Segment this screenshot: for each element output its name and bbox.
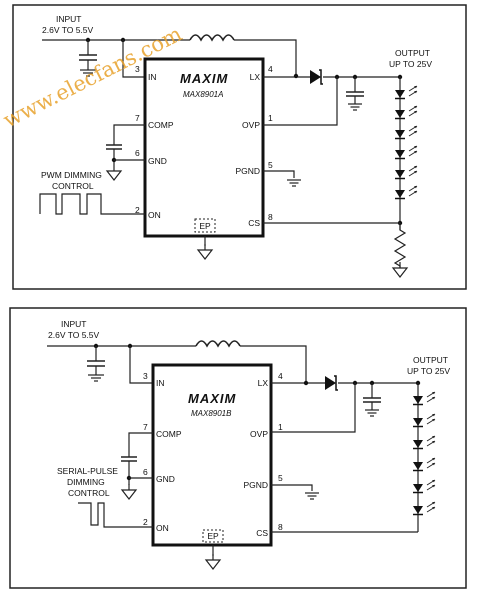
part-number: MAX8901B: [191, 409, 232, 418]
led-string: [394, 85, 418, 200]
serial-pulse-waveform: [78, 502, 153, 528]
dimming-label-2: CONTROL: [52, 181, 94, 191]
pin-ep-label: EP: [199, 221, 211, 231]
pin-comp-label: COMP: [148, 120, 174, 130]
output-range-label: UP TO 25V: [389, 59, 432, 69]
output-label: OUTPUT: [395, 48, 430, 58]
schottky-diode: [325, 376, 336, 390]
input-range-label: 2.6V TO 5.5V: [42, 25, 94, 35]
pin-ovp-number: 1: [268, 113, 273, 123]
circuit-b-frame: [9, 307, 467, 589]
pin-in-label: IN: [148, 72, 157, 82]
dimming-label-2: DIMMING: [67, 477, 105, 487]
schottky-diode: [310, 70, 321, 84]
input-label: INPUT: [61, 319, 87, 329]
circuit-a: INPUT 2.6V TO 5.5V MAXIM MAX8901A IN COM…: [12, 4, 467, 290]
pin-on-label: ON: [156, 523, 169, 533]
pin-ovp-number: 1: [278, 422, 283, 432]
pin-gnd-label: GND: [156, 474, 175, 484]
pin-comp-number: 7: [135, 113, 140, 123]
input-range-label: 2.6V TO 5.5V: [48, 330, 100, 340]
pin-pgnd-label: PGND: [243, 480, 268, 490]
pin-comp-label: COMP: [156, 429, 182, 439]
output-label: OUTPUT: [413, 355, 448, 365]
pin-lx-label: LX: [258, 378, 269, 388]
pwm-waveform: [39, 193, 106, 215]
part-number: MAX8901A: [183, 90, 223, 99]
pin-pgnd-label: PGND: [235, 166, 260, 176]
dimming-label-3: CONTROL: [68, 488, 110, 498]
pin-ep-label: EP: [207, 531, 219, 541]
pin-lx-label: LX: [250, 72, 261, 82]
sense-resistor: [393, 223, 407, 268]
pin-pgnd-number: 5: [268, 160, 273, 170]
pin-on-label: ON: [148, 210, 161, 220]
led-string: [412, 391, 436, 516]
pin-comp-number: 7: [143, 422, 148, 432]
ic-max8901b: [151, 363, 273, 547]
output-range-label: UP TO 25V: [407, 366, 450, 376]
ic-max8901a: [143, 57, 265, 238]
pin-in-number: 3: [135, 64, 140, 74]
pin-cs-number: 8: [268, 212, 273, 222]
pin-on-number: 2: [143, 517, 148, 527]
pin-gnd-number: 6: [143, 467, 148, 477]
maxim-logo: MAXIM: [188, 391, 237, 406]
pin-lx-number: 4: [268, 64, 273, 74]
pin-lx-number: 4: [278, 371, 283, 381]
pin-in-number: 3: [143, 371, 148, 381]
maxim-logo: MAXIM: [180, 71, 229, 86]
input-label: INPUT: [56, 14, 82, 24]
dimming-label-1: PWM DIMMING: [41, 170, 102, 180]
inductor: [189, 34, 235, 42]
pin-on-number: 2: [135, 205, 140, 215]
pin-cs-label: CS: [248, 218, 260, 228]
pin-pgnd-number: 5: [278, 473, 283, 483]
pin-in-label: IN: [156, 378, 165, 388]
pin-cs-number: 8: [278, 522, 283, 532]
circuit-b: INPUT 2.6V TO 5.5V MAXIM MAX8901B IN COM…: [9, 307, 467, 589]
pin-gnd-label: GND: [148, 156, 167, 166]
circuit-a-frame: [12, 4, 467, 290]
pin-ovp-label: OVP: [242, 120, 260, 130]
dimming-label-1: SERIAL-PULSE: [57, 466, 118, 476]
pin-ovp-label: OVP: [250, 429, 268, 439]
pin-cs-label: CS: [256, 528, 268, 538]
inductor: [195, 340, 241, 348]
pin-gnd-number: 6: [135, 148, 140, 158]
